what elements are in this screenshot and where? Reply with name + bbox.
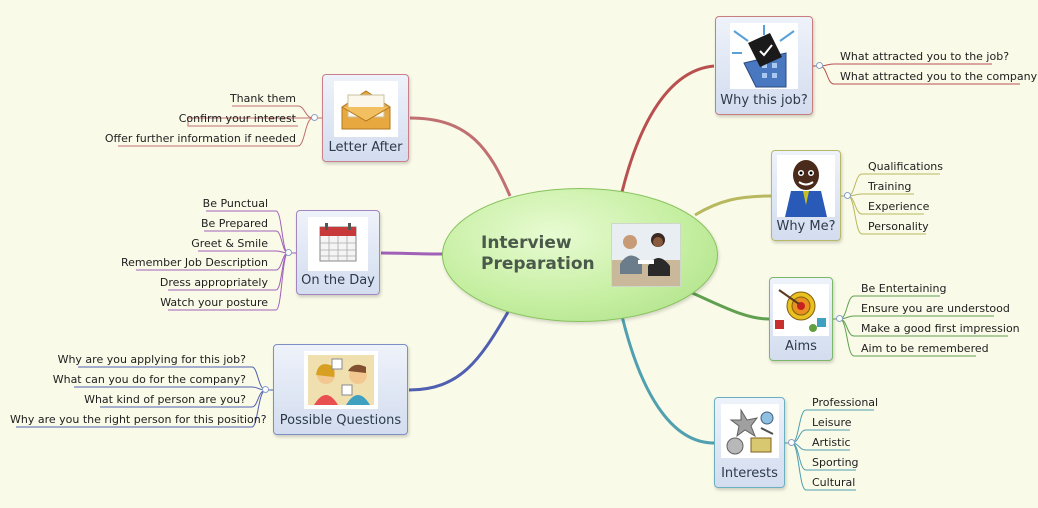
topic-aims[interactable]: Aims bbox=[769, 277, 833, 361]
leaf-item[interactable]: Leisure bbox=[812, 416, 852, 429]
central-topic-title: Interview Preparation bbox=[481, 233, 601, 275]
leaf-item[interactable]: Training bbox=[868, 180, 912, 193]
topic-label: Letter After bbox=[328, 140, 403, 155]
topic-why-me[interactable]: Why Me? bbox=[771, 150, 841, 241]
envelope-icon bbox=[333, 81, 398, 137]
leaf-item[interactable]: Ensure you are understood bbox=[861, 302, 1010, 315]
leaf-item[interactable]: What attracted you to the company? bbox=[840, 70, 1038, 83]
leaf-item[interactable]: Remember Job Description bbox=[121, 256, 268, 269]
topic-label: Why Me? bbox=[776, 219, 836, 234]
leaf-item[interactable]: Qualifications bbox=[868, 160, 944, 173]
topic-on-the-day[interactable]: On the Day bbox=[296, 210, 380, 295]
leaf-item[interactable]: Cultural bbox=[812, 476, 856, 489]
leaf-item[interactable]: What attracted you to the job? bbox=[840, 50, 1010, 63]
leaf-item[interactable]: Why are you applying for this job? bbox=[57, 353, 246, 366]
collapse-toggle-why-me[interactable] bbox=[844, 192, 851, 199]
topic-why-this-job[interactable]: Why this job? bbox=[715, 16, 813, 115]
hobbies-collage-icon bbox=[720, 404, 779, 458]
central-topic[interactable]: Interview Preparation bbox=[442, 188, 718, 322]
interview-photo-image bbox=[611, 223, 681, 287]
leaf-item[interactable]: What can you do for the company? bbox=[52, 373, 246, 386]
leaf-item[interactable]: Greet & Smile bbox=[191, 237, 268, 250]
central-title-line2: Preparation bbox=[481, 254, 595, 274]
collapse-toggle-on-the-day[interactable] bbox=[285, 249, 292, 256]
topic-letter-after[interactable]: Letter After bbox=[322, 74, 409, 162]
topic-possible-questions[interactable]: Possible Questions bbox=[273, 344, 408, 435]
collapse-toggle-aims[interactable] bbox=[836, 315, 843, 322]
target-icon bbox=[773, 284, 829, 336]
person-icon bbox=[777, 155, 835, 217]
topic-label: Aims bbox=[785, 339, 817, 354]
branch-interests bbox=[620, 315, 715, 445]
leaf-item[interactable]: Personality bbox=[868, 220, 929, 233]
branch-why-this-job bbox=[620, 64, 715, 193]
leaf-item[interactable]: Artistic bbox=[812, 436, 851, 449]
leaf-item[interactable]: Professional bbox=[812, 396, 879, 409]
branch-why-me bbox=[694, 194, 772, 217]
office-building-icon bbox=[730, 23, 798, 89]
topic-label: Possible Questions bbox=[279, 413, 402, 428]
leaf-item[interactable]: Be Punctual bbox=[202, 197, 268, 210]
branch-aims bbox=[689, 290, 770, 321]
branch-possible-questions bbox=[408, 311, 510, 392]
leaf-item[interactable]: Be Prepared bbox=[200, 217, 268, 230]
topic-label: On the Day bbox=[301, 273, 375, 288]
leaf-item[interactable]: Why are you the right person for this po… bbox=[10, 413, 267, 426]
branch-on-the-day bbox=[380, 251, 444, 256]
leaf-item[interactable]: Be Entertaining bbox=[861, 282, 947, 295]
collapse-toggle-letter-after[interactable] bbox=[311, 114, 318, 121]
qa-conversation-icon bbox=[303, 351, 378, 409]
collapse-toggle-interests[interactable] bbox=[788, 439, 795, 446]
topic-label: Interests bbox=[721, 466, 778, 481]
leaf-item[interactable]: Sporting bbox=[812, 456, 859, 469]
leaf-item[interactable]: Watch your posture bbox=[160, 296, 268, 309]
leaf-item[interactable]: Confirm your interest bbox=[178, 112, 296, 125]
leaf-item[interactable]: Dress appropriately bbox=[159, 276, 268, 289]
topic-interests[interactable]: Interests bbox=[714, 397, 785, 488]
leaf-item[interactable]: Thank them bbox=[229, 92, 296, 105]
leaf-item[interactable]: Offer further information if needed bbox=[104, 132, 296, 145]
leaf-item[interactable]: Experience bbox=[868, 200, 930, 213]
leaf-item[interactable]: Make a good first impression bbox=[861, 322, 1020, 335]
calendar-icon bbox=[308, 217, 368, 271]
topic-label: Why this job? bbox=[720, 93, 808, 108]
collapse-toggle-why-this-job[interactable] bbox=[816, 62, 823, 69]
leaf-item[interactable]: Aim to be remembered bbox=[861, 342, 989, 355]
letter-after-leaf-lines bbox=[118, 105, 322, 147]
central-title-line1: Interview bbox=[481, 233, 572, 253]
branch-letter-after bbox=[409, 116, 512, 197]
leaf-item[interactable]: What kind of person are you? bbox=[84, 393, 246, 406]
collapse-toggle-possible-questions[interactable] bbox=[262, 386, 269, 393]
